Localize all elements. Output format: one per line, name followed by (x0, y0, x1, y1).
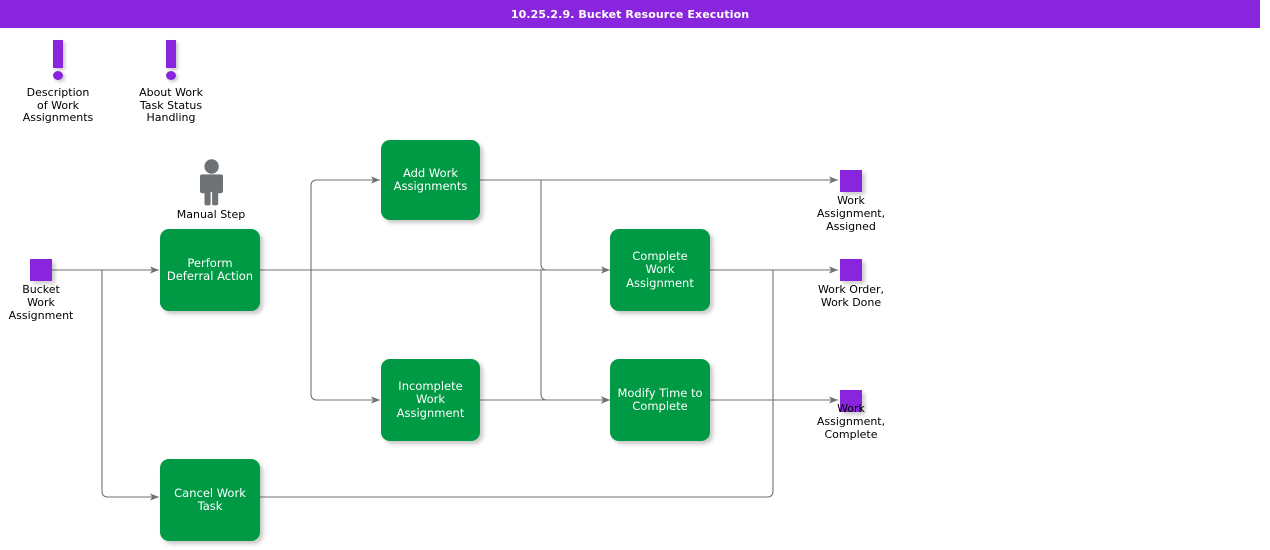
process-label: Incomplete Work Assignment (397, 380, 465, 421)
process-incomplete-work-assignment[interactable]: Incomplete Work Assignment (381, 359, 480, 441)
process-label: Complete Work Assignment (616, 250, 704, 291)
process-label: Modify Time to Complete (617, 387, 702, 414)
process-perform-deferral-action[interactable]: Perform Deferral Action (160, 229, 260, 311)
terminal-label: Bucket Work Assignment (0, 283, 101, 322)
process-cancel-work-task[interactable]: Cancel Work Task (160, 459, 260, 541)
exclamation-icon (3, 40, 113, 84)
terminal-work-assignment-assigned[interactable]: Work Assignment, Assigned (791, 170, 911, 233)
manual-step[interactable]: Manual Step (156, 158, 266, 221)
person-icon (156, 158, 266, 206)
terminal-work-assignment-complete[interactable]: Work Assignment, Complete (791, 390, 911, 441)
page-title: 10.25.2.9. Bucket Resource Execution (511, 8, 749, 21)
exclamation-icon (116, 40, 226, 84)
terminal-label: Work Assignment, Complete (791, 402, 911, 441)
wire-add-trunk-to-modify (541, 270, 610, 400)
process-label: Add Work Assignments (394, 167, 468, 194)
wire-bucket-to-cancel (102, 270, 159, 497)
terminal-node-icon (840, 259, 862, 281)
window-title-bar: 10.25.2.9. Bucket Resource Execution (0, 0, 1260, 28)
terminal-node-icon (840, 170, 862, 192)
process-modify-time-to-complete[interactable]: Modify Time to Complete (610, 359, 710, 441)
note-about-work-task-status-handling[interactable]: About Work Task Status Handling (116, 40, 226, 125)
process-label: Perform Deferral Action (167, 257, 253, 284)
note-label: About Work Task Status Handling (116, 87, 226, 125)
manual-step-label: Manual Step (156, 208, 266, 221)
process-complete-work-assignment[interactable]: Complete Work Assignment (610, 229, 710, 311)
terminal-label: Work Assignment, Assigned (791, 194, 911, 233)
wire-perform-to-incomplete (311, 270, 380, 400)
wire-add-trunk-to-complete (541, 180, 610, 270)
process-add-work-assignments[interactable]: Add Work Assignments (381, 140, 480, 220)
note-description-of-work-assignments[interactable]: Description of Work Assignments (3, 40, 113, 125)
wire-perform-to-add (311, 180, 380, 270)
terminal-work-order-work-done[interactable]: Work Order, Work Done (791, 259, 911, 309)
process-label: Cancel Work Task (174, 487, 246, 514)
terminal-node-icon (30, 259, 52, 281)
note-label: Description of Work Assignments (3, 87, 113, 125)
terminal-bucket-work-assignment[interactable]: Bucket Work Assignment (0, 259, 101, 322)
terminal-label: Work Order, Work Done (791, 283, 911, 309)
